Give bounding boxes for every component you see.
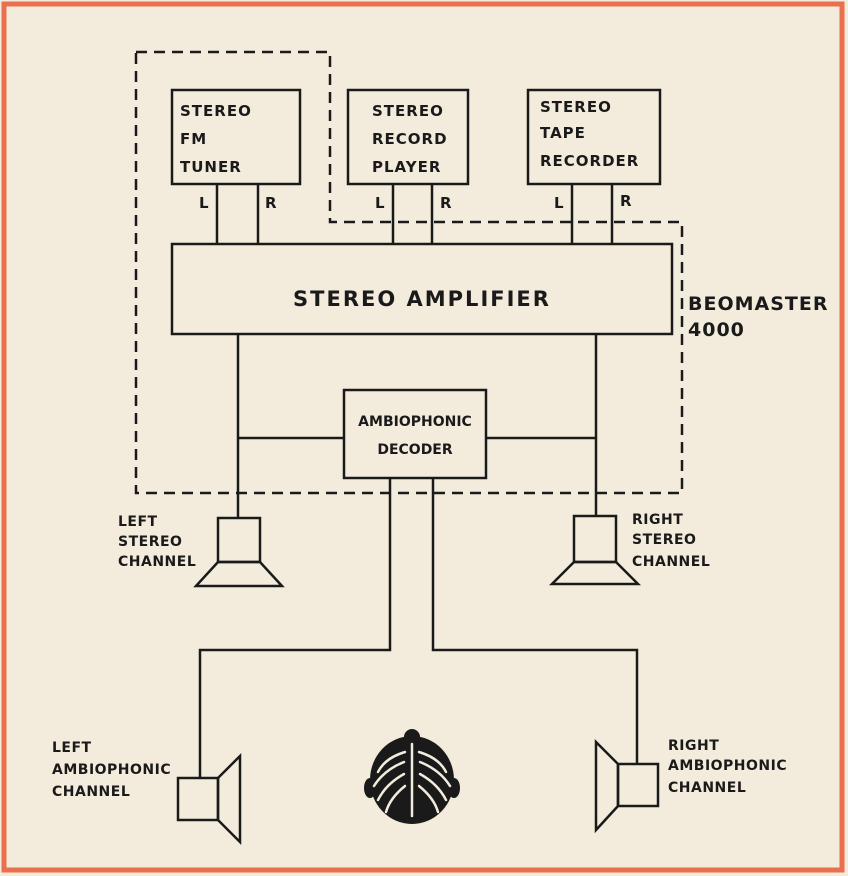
right-ambio-label-line2: AMBIOPHONIC [668, 758, 787, 774]
right-stereo-label-line2: STEREO [632, 532, 696, 548]
right-stereo-speaker-icon [552, 516, 638, 584]
beomaster-label-line1: BEOMASTER [688, 293, 828, 315]
left-stereo-speaker-icon [196, 518, 282, 586]
tuner-r-label: R [265, 194, 277, 212]
player-l-label: L [375, 194, 385, 212]
tape-recorder-label-line2: TAPE [540, 124, 586, 142]
tape-recorder-label-line3: RECORDER [540, 152, 639, 170]
right-ambiophonic-speaker-icon [596, 742, 658, 830]
decoder-box [344, 390, 486, 478]
player-r-label: R [440, 194, 452, 212]
tuner-label-line1: STEREO [180, 102, 252, 120]
left-ambiophonic-speaker-icon [178, 756, 240, 842]
right-ambio-label-line3: CHANNEL [668, 780, 746, 796]
beomaster-label-line2: 4000 [688, 319, 745, 341]
record-player-label-line2: RECORD [372, 130, 448, 148]
right-stereo-label-line3: CHANNEL [632, 554, 710, 570]
tape-l-label: L [554, 194, 564, 212]
tuner-l-label: L [199, 194, 209, 212]
record-player-label-line3: PLAYER [372, 158, 441, 176]
tuner-label-line2: FM [180, 130, 207, 148]
left-stereo-label-line3: CHANNEL [118, 554, 196, 570]
tuner-label-line3: TUNER [180, 158, 242, 176]
left-ambio-label-line3: CHANNEL [52, 784, 130, 800]
listener-head-icon [364, 729, 460, 824]
tape-r-label: R [620, 192, 632, 210]
left-stereo-label-line2: STEREO [118, 534, 182, 550]
decoder-label-line2: DECODER [377, 442, 453, 458]
left-ambio-label-line2: AMBIOPHONIC [52, 762, 171, 778]
tape-recorder-label-line1: STEREO [540, 98, 612, 116]
left-ambio-label-line1: LEFT [52, 740, 92, 756]
right-ambio-label-line1: RIGHT [668, 738, 719, 754]
record-player-label-line1: STEREO [372, 102, 444, 120]
amplifier-label: STEREO AMPLIFIER [293, 287, 551, 311]
decoder-right-output-line [433, 478, 637, 764]
decoder-left-output-line [200, 478, 390, 778]
right-stereo-label-line1: RIGHT [632, 512, 683, 528]
left-stereo-label-line1: LEFT [118, 514, 158, 530]
decoder-label-line1: AMBIOPHONIC [358, 414, 472, 430]
